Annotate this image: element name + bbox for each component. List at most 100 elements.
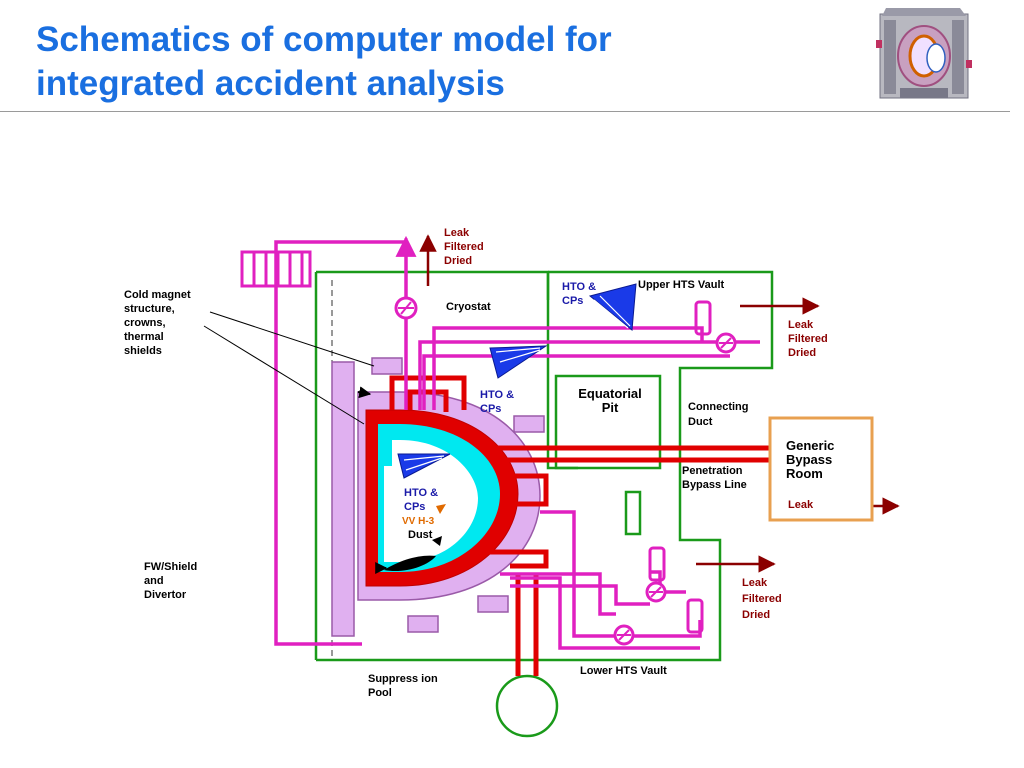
left-return-pipe — [274, 286, 362, 646]
svg-text:Leak: Leak — [742, 577, 768, 589]
svg-text:Penetration: Penetration — [682, 465, 743, 477]
svg-text:FW/Shield: FW/Shield — [144, 561, 197, 573]
dust-marker-icon — [432, 536, 442, 546]
hto-upper-label: HTO & CPs — [562, 281, 596, 307]
cryostat-bottom-wall — [316, 628, 722, 662]
svg-text:structure,: structure, — [124, 303, 175, 315]
svg-text:CPs: CPs — [404, 501, 425, 513]
lower-header-4 — [510, 576, 700, 650]
svg-text:HTO &: HTO & — [480, 389, 514, 401]
magenta-pipes — [274, 240, 760, 650]
svg-text:Room: Room — [786, 466, 823, 481]
svg-text:Leak: Leak — [444, 227, 470, 239]
svg-text:Leak: Leak — [788, 319, 814, 331]
svg-text:Dried: Dried — [444, 255, 472, 267]
upper-vault-hto-icon — [588, 283, 637, 331]
svg-text:Bypass Line: Bypass Line — [682, 479, 747, 491]
svg-text:Pool: Pool — [368, 687, 392, 699]
dust-pile-icon — [384, 555, 436, 572]
penetration-bypass-line-label: Penetration Bypass Line — [682, 465, 747, 491]
equatorial-pit-label: Equatorial Pit — [578, 386, 642, 415]
lower-hts-vault-label: Lower HTS Vault — [580, 665, 667, 677]
lower-vault-fan-icon-2 — [613, 624, 635, 646]
lower-vault-branch — [650, 570, 686, 594]
svg-text:Dried: Dried — [788, 347, 816, 359]
svg-text:Bypass: Bypass — [786, 452, 832, 467]
vv-h3-marker-icon — [436, 504, 446, 514]
equatorial-pit-boundary — [554, 374, 662, 470]
upper-header-1 — [418, 340, 724, 410]
hto-triangles — [397, 283, 637, 479]
leak-right-label: Leak Filtered Dried — [788, 319, 828, 359]
svg-text:Dried: Dried — [742, 609, 770, 621]
svg-text:Filtered: Filtered — [742, 593, 782, 605]
lower-vault-filter-1 — [648, 546, 666, 582]
cryostat-hto-icon — [489, 345, 548, 379]
upper-hts-vault-label: Upper HTS Vault — [638, 279, 725, 291]
svg-text:HTO &: HTO & — [404, 487, 438, 499]
vv-side-loop — [510, 473, 549, 507]
title-divider — [0, 111, 1010, 112]
upper-hts-vault-boundary — [546, 270, 774, 628]
suppression-pool-circle — [495, 674, 559, 738]
hto-vv-label: HTO & CPs — [404, 487, 438, 513]
page-title-line-2: integrated accident analysis — [36, 64, 505, 103]
upper-vault-fan-icon — [715, 332, 737, 354]
svg-text:CPs: CPs — [562, 295, 583, 307]
leak-top-label: Leak Filtered Dried — [444, 227, 484, 267]
svg-text:crowns,: crowns, — [124, 317, 166, 329]
svg-text:Pit: Pit — [602, 400, 619, 415]
top-header-pipe — [274, 240, 406, 286]
svg-text:Equatorial: Equatorial — [578, 386, 642, 401]
thermal-shield-block-bottom — [407, 615, 439, 633]
page-title-line-1: Schematics of computer model for — [36, 20, 612, 59]
hto-mid-label: HTO & CPs — [480, 389, 514, 415]
lower-header-3 — [540, 510, 616, 638]
svg-text:HTO &: HTO & — [562, 281, 596, 293]
vv-upper-loop-inner — [407, 389, 449, 412]
svg-text:shields: shields — [124, 345, 162, 357]
svg-text:Filtered: Filtered — [788, 333, 828, 345]
svg-text:Filtered: Filtered — [444, 241, 484, 253]
page-title: Schematics of computer model for integra… — [36, 18, 612, 106]
generic-bypass-room-box — [768, 416, 874, 522]
upper-crown-block — [371, 357, 403, 375]
svg-text:Suppress ion: Suppress ion — [368, 673, 438, 685]
svg-text:CPs: CPs — [480, 403, 501, 415]
svg-text:Generic: Generic — [786, 438, 834, 453]
filter-stack-icon — [240, 250, 312, 288]
red-pipes — [389, 375, 770, 676]
upper-header-3 — [422, 354, 730, 410]
connecting-duct-label: Connecting Duct — [688, 401, 749, 428]
lower-vault-filter-2 — [686, 598, 704, 634]
lower-header-1 — [510, 584, 650, 606]
svg-text:thermal: thermal — [124, 331, 164, 343]
lower-vault-fan-icon-1 — [645, 581, 667, 603]
svg-text:Cold magnet: Cold magnet — [124, 289, 191, 301]
vv-h3-label: VV H-3 — [402, 516, 435, 527]
penetration-bypass-element — [624, 490, 642, 536]
upper-vault-filter — [694, 300, 712, 336]
svg-text:Divertor: Divertor — [144, 589, 187, 601]
generic-bypass-room-label: Generic Bypass Room — [786, 438, 834, 481]
cryostat-fan-icon — [394, 296, 418, 320]
svg-text:and: and — [144, 575, 164, 587]
suppression-pool-label: Suppress ion Pool — [368, 673, 438, 699]
dust-label: Dust — [408, 529, 433, 541]
fan-icons — [394, 296, 737, 646]
vv-upper-loop-outer — [389, 375, 467, 410]
iter-tokamak-logo-icon — [870, 4, 978, 104]
vv-lower-loop — [488, 549, 549, 569]
lower-header-2 — [500, 572, 616, 616]
magnet-marker-arrow — [357, 386, 372, 399]
svg-text:Connecting: Connecting — [688, 401, 749, 413]
cryostat-label: Cryostat — [446, 301, 491, 313]
leader-lines — [203, 311, 375, 425]
cold-magnet-column — [331, 361, 355, 637]
thermal-shield-block-lower — [477, 595, 509, 613]
thermal-shield-block-upper — [513, 415, 545, 433]
leak-bottom-label: Leak Filtered Dried — [742, 577, 782, 621]
cold-magnet-label: Cold magnet structure, crowns, thermal s… — [124, 289, 191, 357]
leak-bypass-label: Leak — [788, 499, 814, 511]
